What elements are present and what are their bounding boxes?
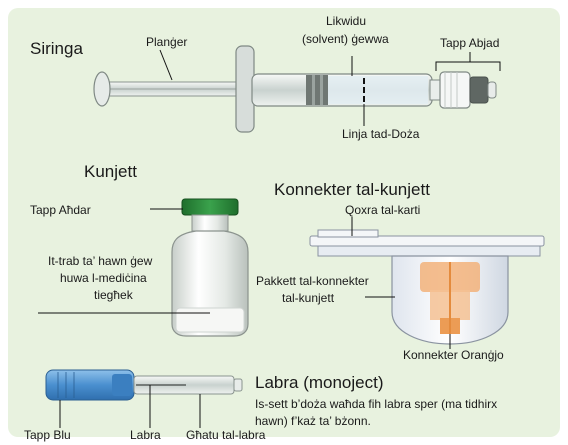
plunger-label: Planġer xyxy=(146,35,187,50)
powder-label-line1: It-trab ta’ hawn ġew xyxy=(48,254,152,269)
white-cap-label: Tapp Abjad xyxy=(440,36,499,51)
syringe-title: Siringa xyxy=(30,39,83,59)
liquid-label-line2: (solvent) ġewwa xyxy=(302,32,389,47)
powder-label-line3: tiegħek xyxy=(94,288,133,303)
needle-label: Labra xyxy=(130,428,161,443)
paper-lid-label: Qoxra tal-karti xyxy=(345,203,420,218)
blue-cap-label: Tapp Blu xyxy=(24,428,71,443)
vial-title: Kunjett xyxy=(84,162,137,182)
orange-connector-label: Konnekter Oranġjo xyxy=(403,348,504,363)
needle-title: Labra (monoject) xyxy=(255,373,384,393)
dose-line-label: Linja tad-Doża xyxy=(342,127,419,142)
package-label-line1: Pakkett tal-konnekter xyxy=(256,274,369,289)
spare-needle-note-line1: Is-sett b’doża waħda fih labra sper (ma … xyxy=(255,396,497,412)
vial-adapter-title: Konnekter tal-kunjett xyxy=(274,180,430,200)
syringe-illustration xyxy=(94,46,500,132)
package-label-line2: tal-kunjett xyxy=(282,291,334,306)
needle-illustration xyxy=(46,370,242,428)
needle-cover-label: Għatu tal-labra xyxy=(186,428,265,443)
liquid-label-line1: Likwidu xyxy=(326,14,366,29)
green-cap-label: Tapp Aħdar xyxy=(30,203,91,218)
powder-label-line2: huwa l-mediċina xyxy=(60,271,147,286)
spare-needle-note-line2: hawn) f’każ ta’ bżonn. xyxy=(255,413,371,429)
